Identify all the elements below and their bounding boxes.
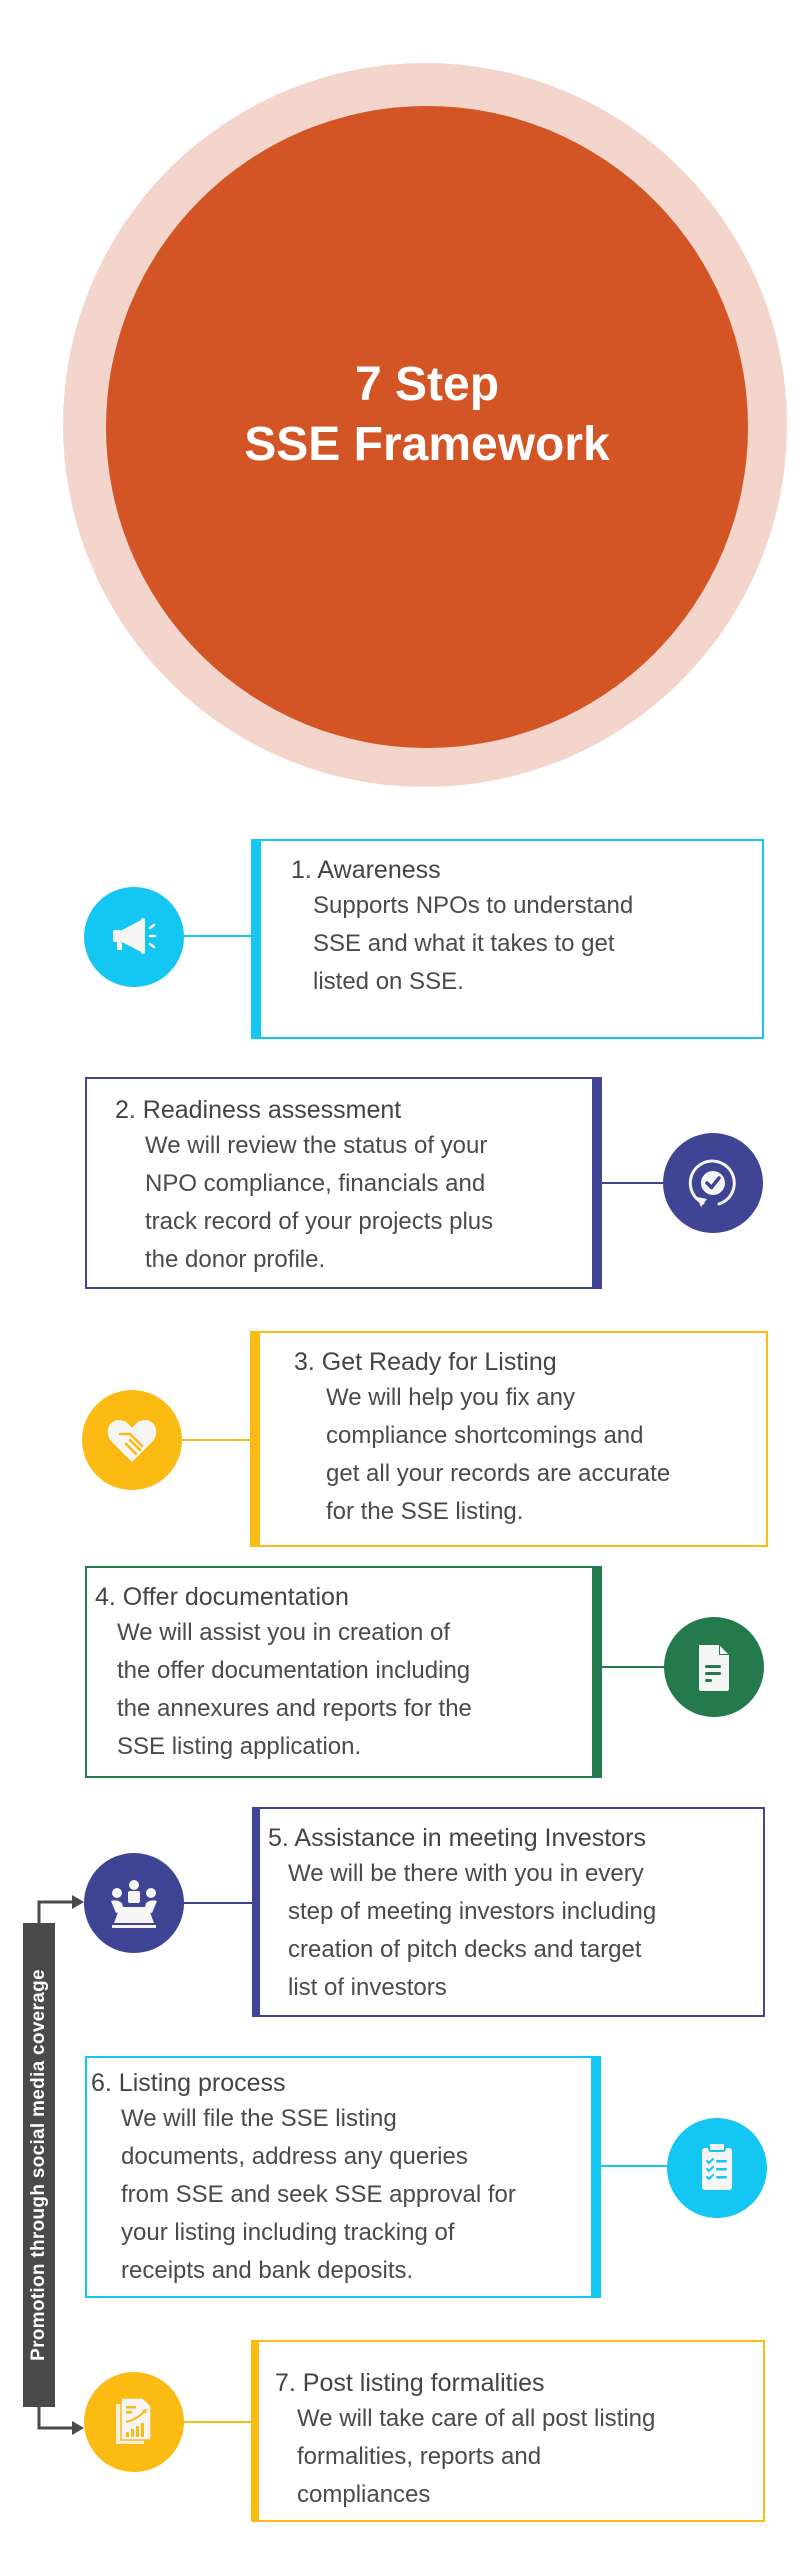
step-3-line: We will help you fix any (326, 1384, 575, 1411)
step-2-line: We will review the status of your (145, 1132, 488, 1159)
step-4-line: the annexures and reports for the (117, 1695, 472, 1722)
step-7-card: 7. Post listing formalities We will take… (251, 2340, 765, 2522)
check-circle-refresh-icon (688, 1159, 736, 1207)
hero-title-line1: 7 Step (354, 358, 500, 411)
step-2-line: track record of your projects plus (145, 1208, 494, 1235)
clipboard-checklist-icon (702, 2142, 732, 2190)
step-1-line: Supports NPOs to understand (313, 892, 634, 919)
step-2-description: We will review the status of your NPO co… (115, 1127, 592, 1279)
hero-circle (106, 106, 748, 748)
step-2-line: NPO compliance, financials and (145, 1170, 486, 1197)
step-5-description: We will be there with you in every step … (268, 1855, 763, 2007)
step-6-title: 6. Listing process (91, 2069, 286, 2097)
step-5-title: 5. Assistance in meeting Investors (268, 1824, 646, 1852)
step-4-line: the offer documentation including (117, 1657, 471, 1684)
document-icon (699, 1645, 729, 1691)
step-6-line: receipts and bank deposits. (121, 2257, 414, 2284)
step-6-description: We will file the SSE listing documents, … (91, 2100, 591, 2290)
step-5-icon-circle (84, 1853, 184, 1953)
promotion-label: Promotion through social media coverage (28, 1969, 49, 2361)
step-3-line: get all your records are accurate (326, 1460, 671, 1487)
step-4-card: 4. Offer documentation We will assist yo… (85, 1566, 602, 1778)
step-1-line: listed on SSE. (313, 968, 464, 995)
arrowhead-up (72, 1895, 84, 1909)
connector-4 (602, 1666, 666, 1668)
step-3-icon-circle (82, 1390, 182, 1490)
step-7-description: We will take care of all post listing fo… (275, 2400, 763, 2514)
promotion-bar (23, 1923, 55, 2407)
step-1-icon-circle (84, 887, 184, 987)
step-6-line: from SSE and seek SSE approval for (121, 2181, 516, 2208)
connector-5 (182, 1902, 252, 1904)
hero-title-line2: SSE Framework (244, 418, 610, 471)
meeting-icon (111, 1880, 157, 1928)
megaphone-icon (113, 918, 157, 954)
step-2-line: the donor profile. (145, 1246, 326, 1273)
step-7-title: 7. Post listing formalities (275, 2369, 545, 2397)
step-7-line: formalities, reports and (297, 2443, 542, 2470)
connector-1 (180, 935, 252, 937)
step-5-card: 5. Assistance in meeting Investors We wi… (252, 1807, 765, 2017)
step-3-line: for the SSE listing. (326, 1498, 524, 1525)
step-2-title: 2. Readiness assessment (115, 1096, 402, 1124)
heart-handshake-icon (107, 1420, 157, 1462)
step-4-description: We will assist you in creation of the of… (95, 1614, 592, 1766)
step-3-description: We will help you fix any compliance shor… (294, 1379, 766, 1531)
step-3-line: compliance shortcomings and (326, 1422, 644, 1449)
step-7-line: compliances (297, 2481, 431, 2508)
step-6-card: 6. Listing process We will file the SSE … (85, 2056, 601, 2298)
connector-7 (182, 2421, 252, 2423)
step-5-line: list of investors (288, 1974, 447, 2001)
step-7-icon-circle (84, 2372, 184, 2472)
report-chart-icon (116, 2397, 152, 2444)
step-6-line: documents, address any queries (121, 2143, 468, 2170)
step-4-icon-circle (664, 1617, 764, 1717)
connector-2 (602, 1182, 666, 1184)
step-5-line: step of meeting investors including (288, 1898, 657, 1925)
step-1-title: 1. Awareness (291, 856, 441, 884)
step-6-icon-circle (667, 2118, 767, 2218)
connector-6 (601, 2165, 669, 2167)
hero-title: 7 Step SSE Framework (106, 355, 748, 475)
step-2-icon-circle (663, 1133, 763, 1233)
connector-3 (180, 1439, 250, 1441)
arrow-to-step-5 (37, 1900, 74, 1923)
step-1-card: 1. Awareness Supports NPOs to understand… (251, 839, 764, 1039)
step-1-line: SSE and what it takes to get (313, 930, 615, 957)
step-4-line: We will assist you in creation of (117, 1619, 451, 1646)
step-3-card: 3. Get Ready for Listing We will help yo… (250, 1331, 768, 1547)
step-6-line: your listing including tracking of (121, 2219, 455, 2246)
step-2-card: 2. Readiness assessment We will review t… (85, 1077, 602, 1289)
step-5-line: creation of pitch decks and target (288, 1936, 642, 1963)
step-6-line: We will file the SSE listing (121, 2105, 397, 2132)
arrowhead-down (72, 2421, 84, 2435)
step-3-title: 3. Get Ready for Listing (294, 1348, 557, 1376)
step-5-line: We will be there with you in every (288, 1860, 644, 1887)
step-1-description: Supports NPOs to understand SSE and what… (291, 887, 762, 1001)
step-7-line: We will take care of all post listing (297, 2405, 656, 2432)
step-4-title: 4. Offer documentation (95, 1583, 349, 1611)
step-4-line: SSE listing application. (117, 1733, 362, 1760)
arrow-to-step-7 (37, 2407, 74, 2430)
